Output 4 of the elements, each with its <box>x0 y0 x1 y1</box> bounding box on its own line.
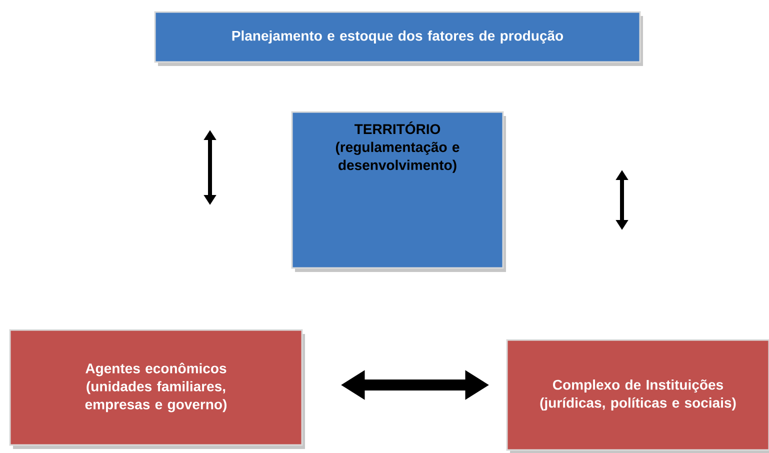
process-box: Agentes econômicos (unidades familiares, empresas e governo) <box>9 329 305 449</box>
process-box: Complexo de Instituições (jurídicas, políticas e sociais) <box>506 339 769 453</box>
process-box: TERRITÓRIO (regulamentação e desenvolvimento) <box>291 111 506 272</box>
process-box: Planejamento e estoque dos fatores de produção <box>154 11 643 66</box>
